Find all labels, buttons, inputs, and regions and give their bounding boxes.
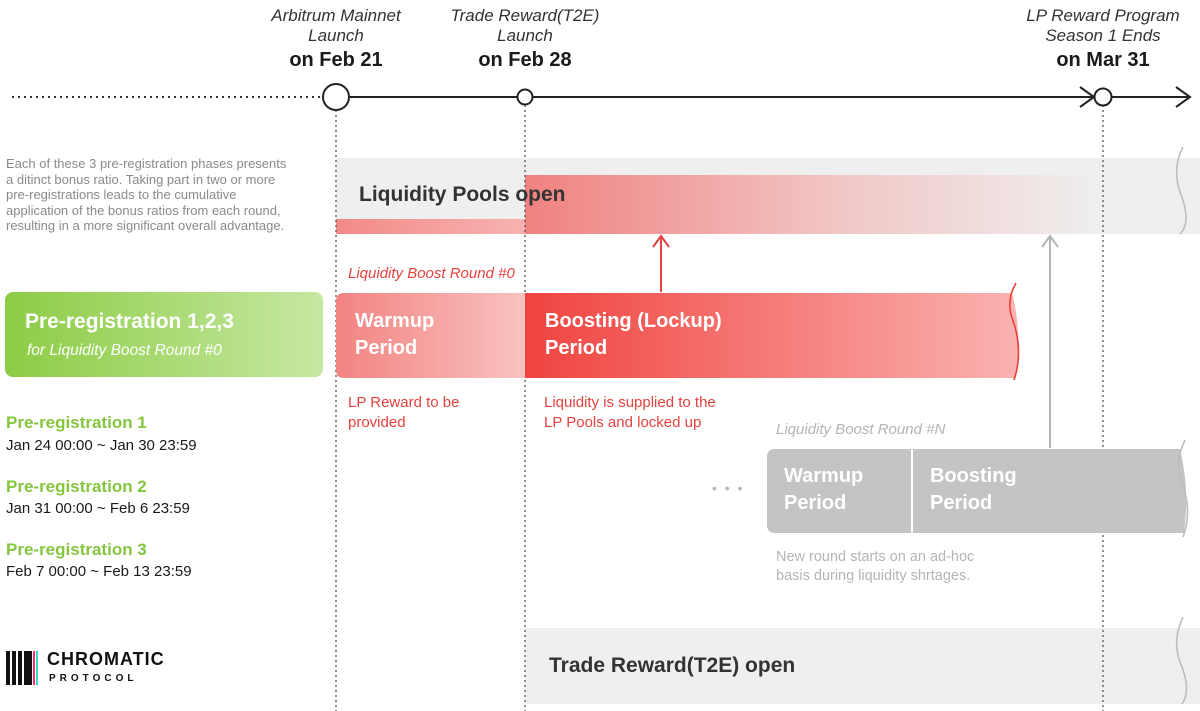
pre-registration-1-dates: Jan 24 00:00 ~ Jan 30 23:59: [6, 437, 197, 454]
round0-boost-line1: Boosting (Lockup): [545, 310, 722, 332]
roundN-label: Liquidity Boost Round #N: [776, 421, 946, 438]
roundN-boost-text: Boosting Period: [930, 463, 1017, 517]
roundN-warmup-line2: Period: [784, 492, 847, 514]
milestone-title: Arbitrum Mainnet: [271, 6, 401, 25]
roundN-warmup-line1: Warmup: [784, 465, 864, 487]
round0-boost-block: [525, 293, 1019, 378]
roundN-ellipsis: • • •: [712, 480, 745, 496]
round0-boost-note-line1: Liquidity is supplied to the: [544, 394, 716, 411]
roundN-edge-curve: [1177, 439, 1189, 538]
liquidity-pools-label: Liquidity Pools open: [359, 183, 566, 206]
roundN-warmup-text: Warmup Period: [784, 463, 863, 517]
logo-name: CHROMATIC: [47, 649, 165, 669]
milestone-mar31: LP Reward Program Season 1 Ends on Mar 3…: [1013, 6, 1193, 72]
round0-warmup-note-line2: provided: [348, 414, 406, 431]
roundN-note-line1: New round starts on an ad-hoc: [776, 549, 975, 565]
roundN-note-line2: basis during liquidity shrtages.: [776, 568, 971, 584]
milestone-circle-feb28: [516, 88, 534, 106]
roundN-warmup-block: [767, 449, 911, 533]
roundN-note: New round starts on an ad-hoc basis duri…: [776, 548, 974, 586]
milestone-subtitle: Launch: [308, 26, 364, 45]
pre-registration-description: Each of these 3 pre-registration phases …: [6, 156, 287, 233]
round0-warmup-block: [336, 293, 525, 378]
trade-reward-band: [525, 628, 1200, 704]
milestone-circle-mar31: [1093, 87, 1113, 107]
pre-registration-box: Pre-registration 1,2,3 for Liquidity Boo…: [5, 292, 323, 377]
trade-reward-brace: [1175, 616, 1188, 705]
round0-warmup-line2: Period: [355, 337, 418, 359]
pre-registration-3-name: Pre-registration 3: [6, 540, 147, 559]
milestone-date: on Feb 21: [289, 49, 383, 71]
milestone-subtitle: Launch: [497, 26, 553, 45]
roundN-boost-block: [913, 449, 1187, 533]
pre-registration-1-name: Pre-registration 1: [6, 413, 147, 432]
roundN-boost-line2: Period: [930, 492, 993, 514]
milestone-subtitle: Season 1 Ends: [1045, 26, 1161, 45]
timeline-arrowhead: [1175, 86, 1192, 108]
milestone-date: on Mar 31: [1056, 49, 1150, 71]
milestone-date: on Feb 28: [478, 49, 572, 71]
boost-up-arrow-head: [652, 234, 670, 248]
round0-edge-curve: [1008, 282, 1020, 381]
trade-reward-label: Trade Reward(T2E) open: [549, 654, 796, 677]
round0-boost-note-line2: LP Pools and locked up: [544, 414, 702, 431]
roundN-up-arrow-head: [1041, 234, 1059, 248]
round0-boost-line2: Period: [545, 337, 608, 359]
milestone-title: Trade Reward(T2E): [450, 6, 600, 25]
pre-registration-box-subtitle: for Liquidity Boost Round #0: [27, 342, 222, 359]
round0-warmup-note: LP Reward to be provided: [348, 393, 459, 433]
milestone-feb21: Arbitrum Mainnet Launch on Feb 21: [246, 6, 426, 72]
liquidity-pools-gradient: [525, 175, 1100, 234]
pre-registration-box-title: Pre-registration 1,2,3: [25, 310, 234, 333]
round0-boost-note: Liquidity is supplied to the LP Pools an…: [544, 393, 716, 433]
liquidity-pools-brace: [1175, 146, 1187, 235]
pre-registration-3-dates: Feb 7 00:00 ~ Feb 13 23:59: [6, 563, 192, 580]
milestone-title: LP Reward Program: [1026, 6, 1180, 25]
roundN-boost-line1: Boosting: [930, 465, 1017, 487]
liquidity-pools-warmup-strip: [336, 219, 525, 234]
milestone-feb28: Trade Reward(T2E) Launch on Feb 28: [435, 6, 615, 72]
round0-boost-text: Boosting (Lockup) Period: [545, 308, 722, 362]
round0-warmup-note-line1: LP Reward to be: [348, 394, 460, 411]
round0-warmup-line1: Warmup: [355, 310, 435, 332]
logo-sub: PROTOCOL: [49, 673, 138, 684]
round0-label: Liquidity Boost Round #0: [348, 265, 515, 282]
chromatic-logo-icon: [6, 651, 38, 685]
round0-warmup-text: Warmup Period: [355, 308, 434, 362]
pre-registration-2-dates: Jan 31 00:00 ~ Feb 6 23:59: [6, 500, 190, 517]
milestone-circle-feb21: [322, 83, 350, 111]
pre-registration-2-name: Pre-registration 2: [6, 477, 147, 496]
